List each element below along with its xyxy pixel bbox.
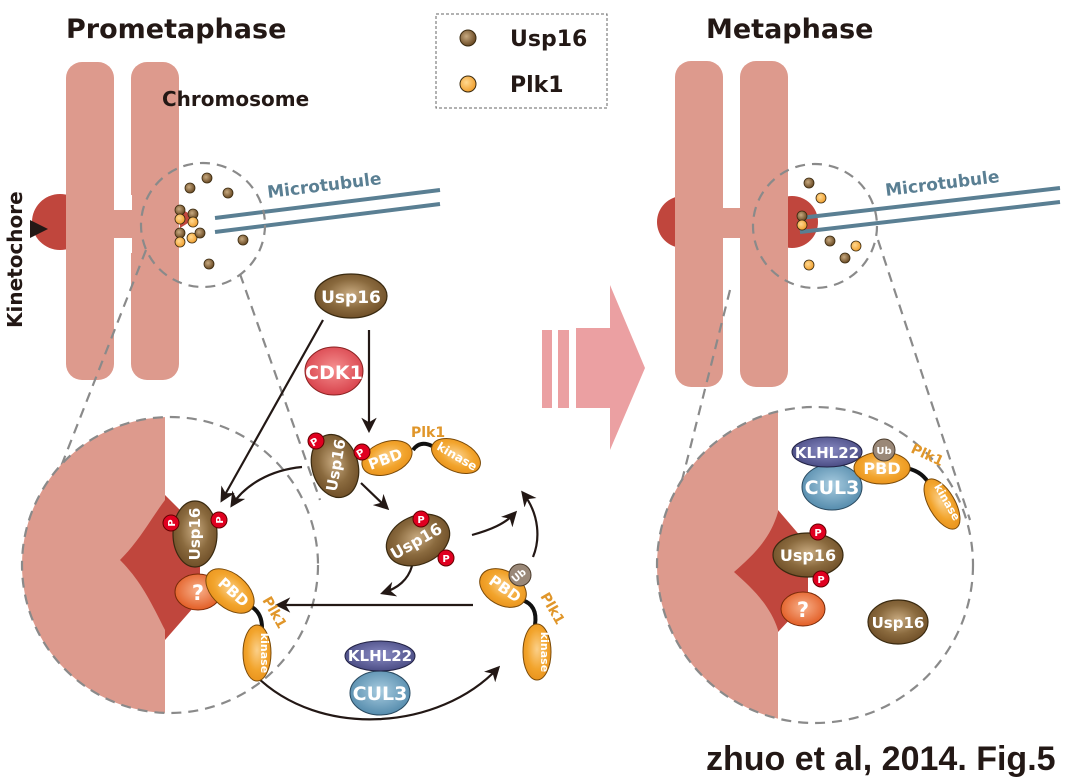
chromosome-label: Chromosome	[162, 87, 309, 111]
svg-text:?: ?	[797, 598, 809, 622]
svg-text:P: P	[814, 528, 821, 539]
arrow-usp16-down	[380, 565, 414, 597]
microtubule-right	[799, 186, 1061, 234]
zoom-line-left-b	[238, 273, 322, 501]
legend-box	[435, 13, 608, 109]
svg-text:Usp16: Usp16	[186, 508, 204, 561]
metaphase-chromosome	[657, 61, 818, 387]
protein-dots-metaphase	[796, 177, 862, 271]
prometaphase-title: Prometaphase	[66, 14, 286, 45]
svg-text:?: ?	[192, 581, 204, 605]
arrow-ubiquitination	[254, 665, 501, 721]
svg-text:P: P	[309, 436, 321, 449]
usp16-released-node: Usp16 P P	[385, 510, 455, 567]
arrow-bound-to-kinetochore	[230, 465, 303, 508]
ub-plk1-node: PBD Ub kinase Plk1	[479, 563, 568, 681]
kinetochore-complex-prometaphase: Usp16 P P ? PBD kinase Plk1	[162, 500, 289, 682]
usp16-phos-metaphase: Usp16 P P	[772, 523, 844, 588]
legend-label-plk1: Plk1	[510, 73, 564, 98]
zoom-line-right-b	[876, 239, 972, 521]
sister-chromatid-right	[131, 62, 179, 380]
svg-text:kinase: kinase	[538, 632, 551, 672]
phospho-icon	[210, 511, 228, 529]
zoom-circle-prometaphase	[139, 161, 267, 289]
svg-text:P: P	[417, 515, 424, 526]
svg-text:Plk1: Plk1	[908, 441, 946, 470]
phospho-icon	[437, 549, 455, 567]
svg-text:Ub: Ub	[876, 446, 891, 457]
svg-text:CDK1: CDK1	[305, 362, 363, 384]
usp16-free-node: Usp16	[314, 273, 388, 319]
arrow-usp16-to-kinetochore	[220, 319, 324, 503]
figure-citation: zhuo et al, 2014. Fig.5	[706, 740, 1056, 778]
svg-text:P: P	[167, 519, 178, 526]
zoom-line-right-a	[670, 289, 732, 521]
svg-text:CUL3: CUL3	[805, 477, 860, 499]
microtubule-left	[214, 188, 441, 234]
svg-text:Plk1: Plk1	[411, 425, 445, 441]
phospho-icon	[162, 514, 180, 532]
magnified-kinetochore-prometaphase	[20, 415, 320, 715]
svg-text:Usp16: Usp16	[321, 288, 381, 308]
svg-text:Usp16: Usp16	[872, 614, 925, 632]
cdk1-node: CDK1	[304, 346, 364, 396]
usp16-plk1-complex: Usp16 PBD kinase Plk1 P P	[307, 425, 481, 499]
kinetochore-pointer-icon	[30, 220, 48, 238]
metaphase-title: Metaphase	[706, 14, 873, 45]
sister-chromatid-left-metaphase	[675, 61, 723, 387]
usp16-free-metaphase: Usp16	[867, 599, 929, 645]
centromere	[112, 210, 134, 238]
zoom-circle-metaphase	[751, 162, 879, 290]
svg-text:KLHL22: KLHL22	[348, 647, 412, 665]
svg-text:P: P	[442, 554, 449, 565]
svg-text:P: P	[355, 447, 367, 460]
arrow-usp16-to-ub	[471, 510, 518, 537]
svg-text:KLHL22: KLHL22	[795, 444, 859, 462]
klhl22-cul3-plk1-complex-metaphase: CUL3 KLHL22 PBD Ub kinase Plk1	[791, 436, 963, 530]
arrow-recycle	[521, 490, 539, 558]
phospho-icon	[353, 443, 371, 461]
protein-dots-prometaphase	[174, 172, 249, 270]
svg-text:P: P	[817, 575, 824, 586]
sister-chromatid-right-metaphase	[740, 61, 788, 387]
prometaphase-chromosome	[32, 62, 196, 380]
phospho-icon	[412, 510, 430, 528]
unknown-factor-metaphase: ?	[780, 591, 826, 627]
arrow-release	[360, 482, 390, 511]
sister-chromatid-left	[66, 62, 114, 380]
legend-label-usp16: Usp16	[510, 27, 587, 52]
transition-arrow-icon	[542, 285, 645, 450]
phospho-icon	[809, 523, 827, 541]
svg-text:CUL3: CUL3	[353, 683, 408, 705]
svg-text:kinase: kinase	[258, 633, 271, 673]
klhl22-cul3-left: CUL3 KLHL22	[344, 640, 416, 716]
svg-text:Plk1: Plk1	[537, 590, 568, 628]
phospho-icon	[812, 570, 830, 588]
phospho-icon	[307, 432, 325, 450]
legend: Usp16 Plk1	[435, 13, 608, 109]
plk1-dot-icon	[459, 75, 477, 93]
svg-text:PBD: PBD	[863, 459, 900, 478]
kinetochore-label: Kinetochore	[3, 191, 27, 328]
svg-text:P: P	[215, 516, 226, 523]
svg-text:Usp16: Usp16	[780, 546, 836, 565]
usp16-dot-icon	[459, 29, 477, 47]
